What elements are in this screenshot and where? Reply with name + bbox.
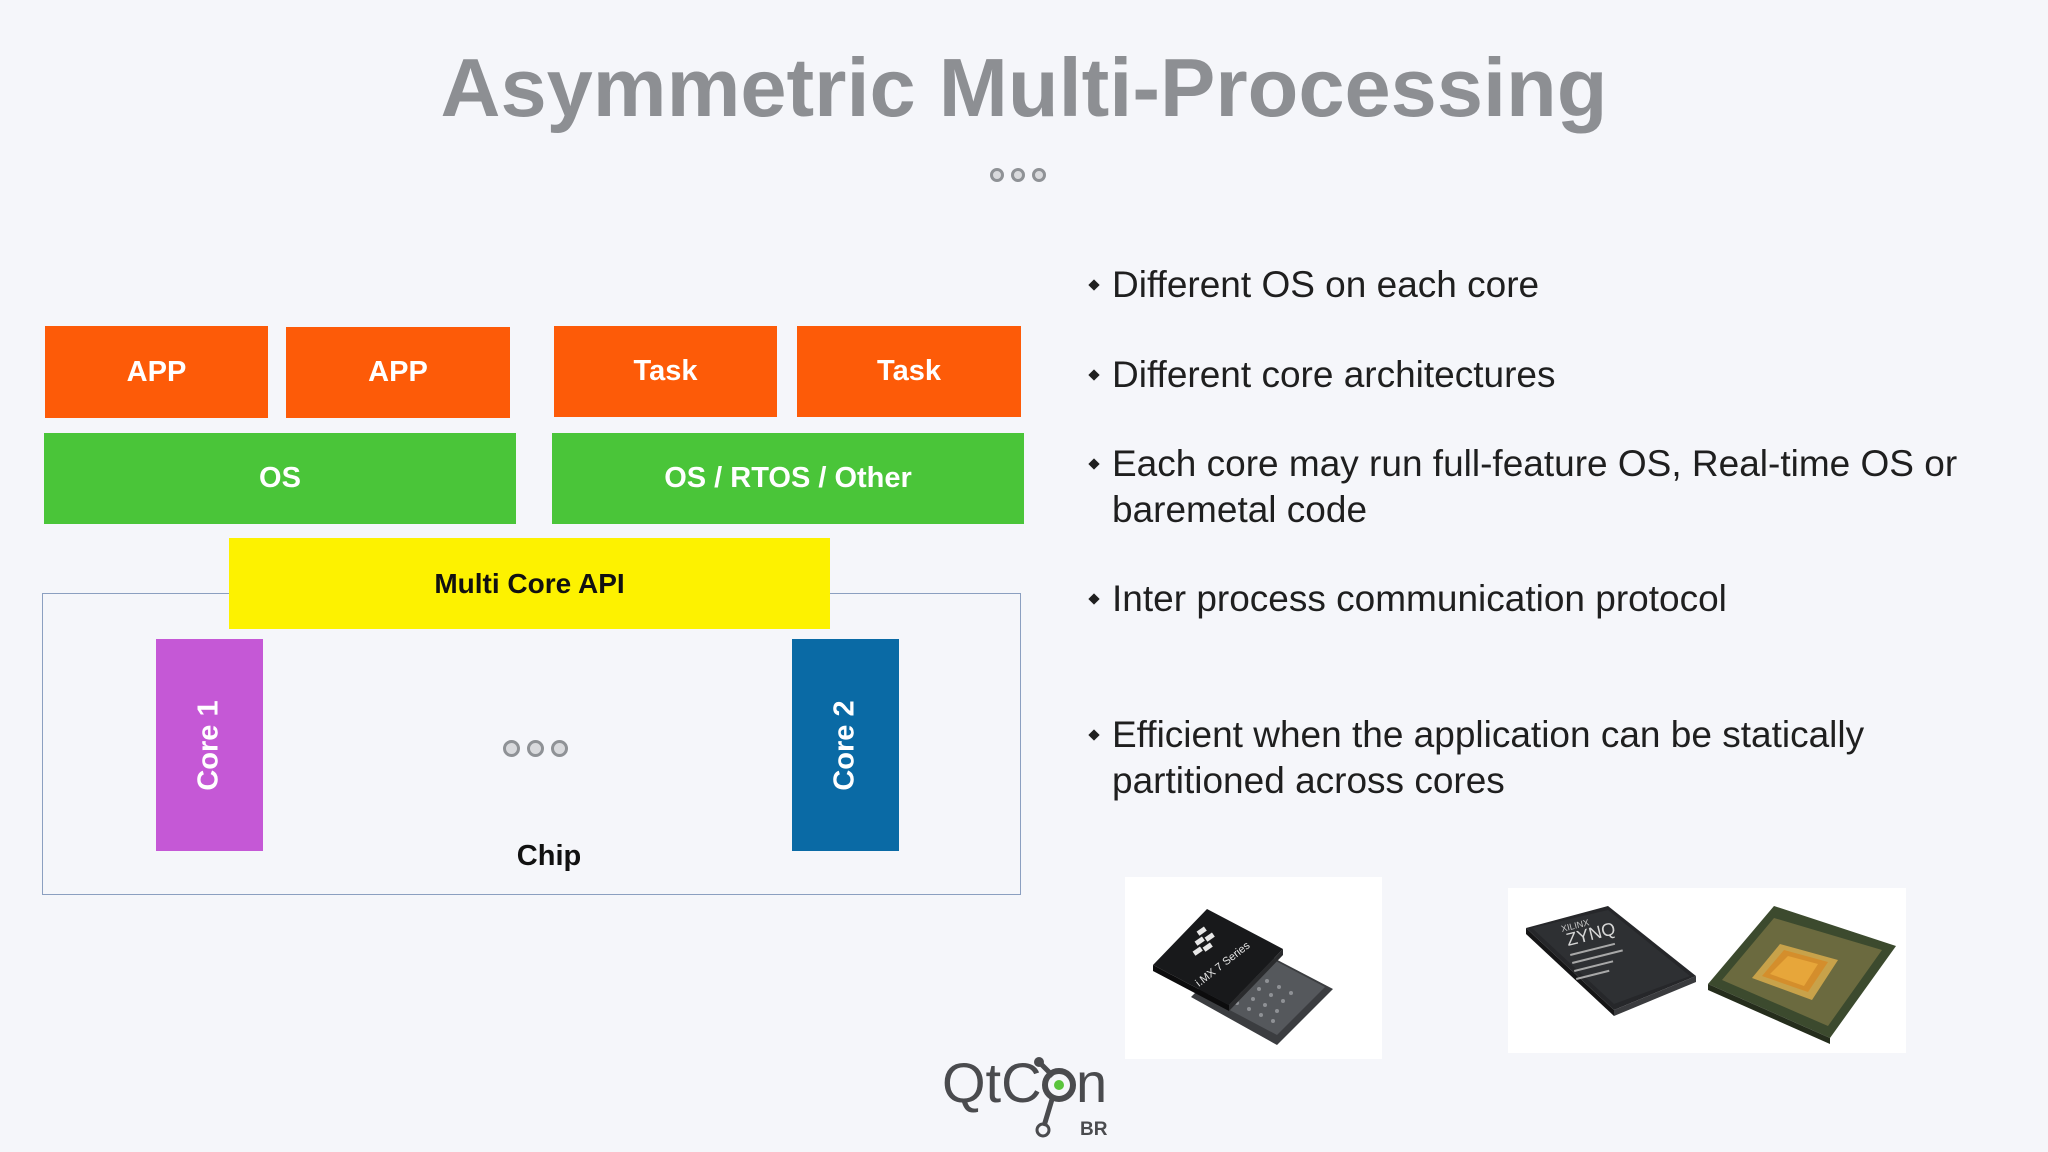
bullet-item: Efficient when the application can be st… bbox=[1086, 712, 2006, 804]
bullet-item: Different core architectures bbox=[1086, 352, 2006, 398]
core-1-label: Core 1 bbox=[192, 699, 225, 791]
bullet-item: Each core may run full-feature OS, Real-… bbox=[1086, 441, 2006, 533]
svg-text:n: n bbox=[1076, 1051, 1107, 1114]
title-dots-icon bbox=[990, 168, 1046, 182]
app-block-1: APP bbox=[45, 326, 268, 418]
bullet-icon bbox=[1088, 369, 1100, 381]
svg-text:BR: BR bbox=[1080, 1119, 1108, 1140]
task-block-label: Task bbox=[877, 355, 941, 387]
bullet-text: Inter process communication protocol bbox=[1112, 578, 1727, 619]
bullet-text: Different OS on each core bbox=[1112, 264, 1540, 305]
core-2-label: Core 2 bbox=[828, 699, 861, 791]
bullet-icon bbox=[1088, 729, 1100, 741]
task-block-1: Task bbox=[554, 326, 777, 417]
multi-core-api-block: Multi Core API bbox=[229, 538, 830, 629]
zynq-chip-photo: XILINX ZYNQ bbox=[1508, 888, 1906, 1053]
chip-label: Chip bbox=[516, 840, 582, 872]
bullet-text: Each core may run full-feature OS, Real-… bbox=[1112, 443, 1958, 530]
bullet-icon bbox=[1088, 458, 1100, 470]
rtos-block: OS / RTOS / Other bbox=[552, 433, 1024, 524]
chip-dots-icon bbox=[503, 740, 568, 757]
task-block-2: Task bbox=[797, 326, 1021, 417]
bullet-item: Inter process communication protocol bbox=[1086, 576, 2006, 622]
bullet-text: Efficient when the application can be st… bbox=[1112, 714, 1865, 801]
core-1-block: Core 1 bbox=[156, 639, 263, 851]
app-block-label: APP bbox=[368, 356, 428, 388]
task-block-label: Task bbox=[633, 355, 698, 387]
bullet-item: Different OS on each core bbox=[1086, 262, 2006, 308]
bullet-icon bbox=[1088, 593, 1100, 605]
svg-text:QtC: QtC bbox=[942, 1051, 1042, 1114]
app-block-label: APP bbox=[126, 355, 187, 388]
app-block-2: APP bbox=[286, 327, 510, 418]
bullet-icon bbox=[1088, 279, 1100, 291]
slide-title: Asymmetric Multi-Processing bbox=[440, 41, 1608, 134]
qtcon-logo: QtC n BR bbox=[940, 1050, 1115, 1145]
rtos-block-label: OS / RTOS / Other bbox=[664, 462, 912, 494]
os-block-label: OS bbox=[259, 462, 301, 494]
core-2-block: Core 2 bbox=[792, 639, 899, 851]
os-block: OS bbox=[44, 433, 516, 524]
bullet-text: Different core architectures bbox=[1112, 354, 1556, 395]
imx-chip-photo: i.MX 7 Series bbox=[1125, 877, 1382, 1059]
api-label: Multi Core API bbox=[434, 567, 625, 599]
